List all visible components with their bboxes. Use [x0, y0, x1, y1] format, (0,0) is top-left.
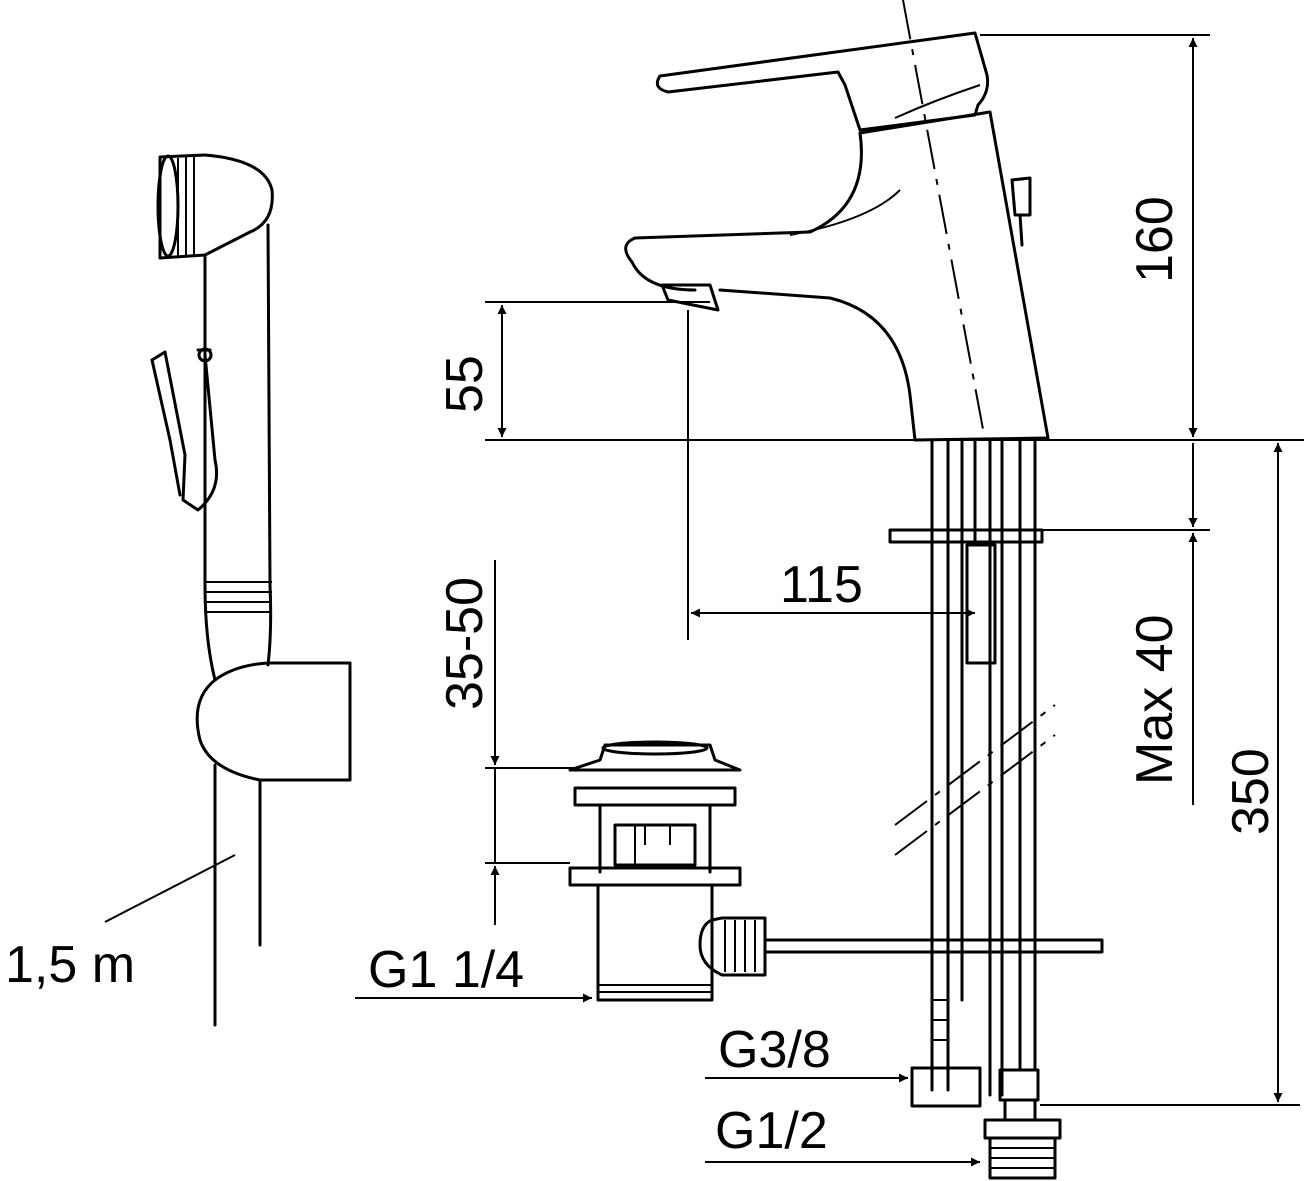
pipe-length-label: 350: [1222, 748, 1280, 835]
mounting-max-label: Max 40: [1126, 614, 1184, 785]
reach-label: 115: [780, 556, 863, 614]
deck-thickness-label: 35-50: [436, 577, 494, 710]
hand-shower: [104, 153, 352, 1027]
outlet-height-label: 55: [436, 355, 494, 413]
dimensions: [355, 34, 1304, 1167]
supply-pipes: [763, 438, 1104, 1180]
inlet-thread-label: G3/8: [718, 1021, 831, 1079]
faucet-body: [624, 0, 1050, 442]
waste-valve: [568, 740, 767, 1002]
total-height-label: 160: [1126, 196, 1184, 283]
connection-thread-label: G1/2: [715, 1102, 828, 1160]
waste-thread-label: G1 1/4: [368, 941, 524, 999]
hose-length-label: 1,5 m: [5, 936, 135, 994]
